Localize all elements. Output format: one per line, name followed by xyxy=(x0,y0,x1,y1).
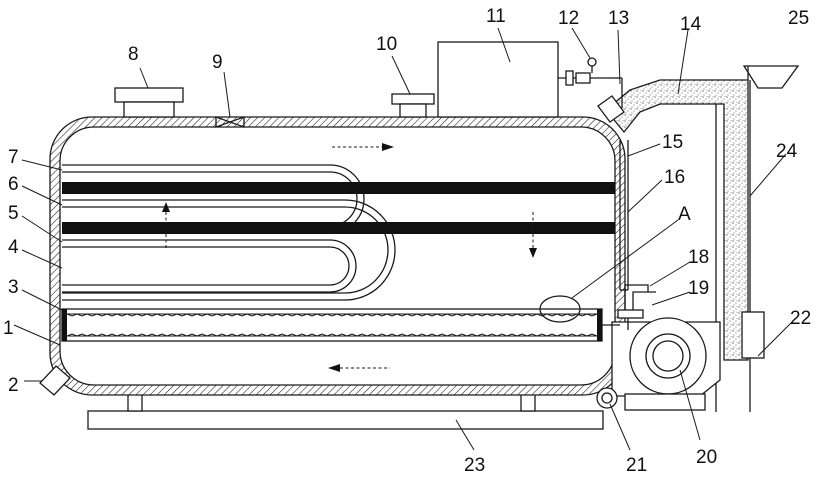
gauge-12 xyxy=(558,58,610,85)
label-21: 21 xyxy=(626,455,647,476)
base-frame xyxy=(88,393,603,429)
label-3: 3 xyxy=(8,277,19,298)
label-12: 12 xyxy=(558,8,579,29)
label-23: 23 xyxy=(464,455,485,476)
label-4: 4 xyxy=(8,237,19,258)
label-a: A xyxy=(678,204,691,225)
label-1: 1 xyxy=(3,318,14,339)
tank-shell xyxy=(50,117,625,395)
label-22: 22 xyxy=(790,308,811,329)
label-14: 14 xyxy=(680,14,702,35)
label-8: 8 xyxy=(128,44,139,65)
label-7: 7 xyxy=(8,147,19,168)
pump-20 xyxy=(612,318,720,410)
label-24: 24 xyxy=(776,141,798,162)
top-port-8 xyxy=(115,88,183,117)
label-10: 10 xyxy=(376,34,397,55)
label-19: 19 xyxy=(688,278,709,299)
label-5: 5 xyxy=(8,203,19,224)
label-15: 15 xyxy=(662,132,683,153)
box-11 xyxy=(438,42,558,117)
label-20: 20 xyxy=(696,447,717,468)
label-18: 18 xyxy=(688,247,709,268)
label-6: 6 xyxy=(8,174,19,195)
hopper-25 xyxy=(744,66,798,88)
box-22 xyxy=(742,312,764,358)
label-25: 25 xyxy=(788,8,809,29)
label-2: 2 xyxy=(8,375,19,396)
label-13: 13 xyxy=(608,8,629,29)
label-11: 11 xyxy=(486,6,506,27)
wheel-21 xyxy=(597,388,617,408)
top-port-10 xyxy=(392,94,434,117)
label-9: 9 xyxy=(212,52,223,73)
label-16: 16 xyxy=(664,167,685,188)
lower-chamber xyxy=(62,309,620,341)
